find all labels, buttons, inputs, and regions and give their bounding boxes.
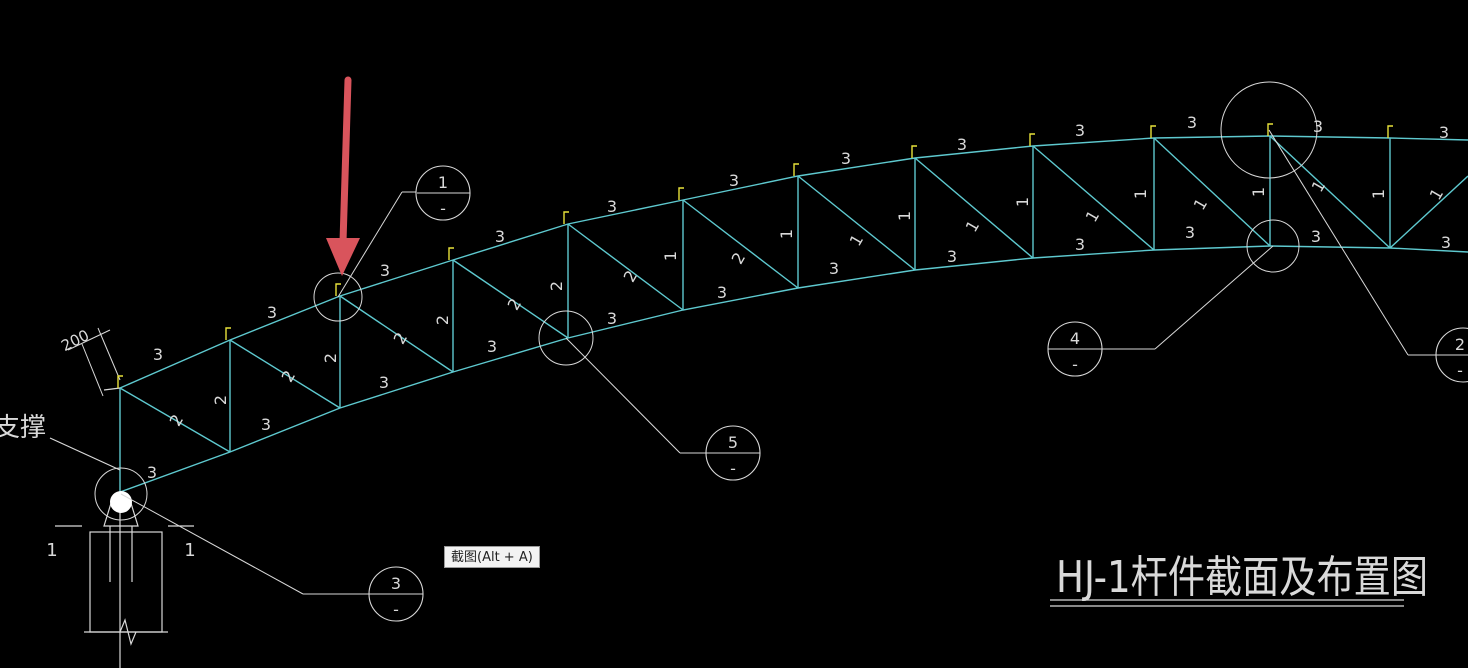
top-chord-label: 3 — [267, 303, 277, 322]
bottom-chord-label: 3 — [1311, 227, 1321, 246]
top-chord-label: 3 — [841, 149, 851, 168]
top-chord-label: 3 — [729, 171, 739, 190]
diagonal-member — [914, 157, 1034, 259]
top-chord-label: 3 — [153, 345, 163, 364]
callout-4-number: 4 — [1070, 329, 1080, 348]
top-chord-label: 3 — [495, 227, 505, 246]
callout-5-sub: - — [730, 459, 736, 478]
leader-lines — [94, 81, 1436, 595]
diagonal-member — [229, 339, 341, 409]
top-chord-label: 3 — [1187, 113, 1197, 132]
annotation-arrow — [326, 76, 360, 276]
section-mark-right: 1 — [184, 540, 195, 561]
top-chord-label: 3 — [607, 197, 617, 216]
screenshot-tooltip: 截图(Alt + A) — [444, 546, 540, 568]
bottom-chord-label: 3 — [261, 415, 271, 434]
vertical-label: 1 — [1131, 189, 1150, 199]
dimension-200 — [67, 327, 121, 397]
vertical-label: 1 — [1369, 189, 1388, 199]
callout-2-sub: - — [1457, 361, 1463, 380]
bottom-chord-label: 3 — [717, 283, 727, 302]
callout-5-number: 5 — [728, 433, 738, 452]
truss-members — [119, 135, 1468, 493]
diagonal-member — [1153, 137, 1271, 247]
bottom-chord-label: 3 — [487, 337, 497, 356]
bottom-chord-label: 3 — [607, 309, 617, 328]
top-chord-label: 3 — [1313, 117, 1323, 136]
bottom-chord-label: 3 — [947, 247, 957, 266]
vertical-label: 2 — [433, 315, 452, 325]
top-chord-label: 3 — [957, 135, 967, 154]
vertical-label: 1 — [1013, 197, 1032, 207]
drawing-title: HJ-1杆件截面及布置图 — [1056, 552, 1428, 603]
callout-3-number: 3 — [391, 574, 401, 593]
callout-4-sub: - — [1072, 355, 1078, 374]
diagonal-member — [567, 223, 684, 311]
vertical-label: 1 — [661, 251, 680, 261]
diagonal-member — [119, 387, 231, 453]
bottom-chord-label: 3 — [1075, 235, 1085, 254]
diagonal-member — [1269, 135, 1391, 249]
bottom-chord-label: 3 — [379, 373, 389, 392]
callout-1-sub: - — [440, 199, 446, 218]
top-chord-label: 3 — [1439, 123, 1449, 142]
diagonal-member — [797, 175, 916, 271]
bottom-chord-label: 3 — [147, 463, 157, 482]
diagonal-member — [1389, 175, 1468, 249]
callout-3-sub: - — [393, 600, 399, 619]
callout-texts: 1 - 5 - 3 - 4 - 2 - — [391, 173, 1465, 619]
bottom-chord-label: 3 — [1441, 233, 1451, 252]
bracing-label: 支撑 — [0, 413, 46, 443]
vertical-label: 2 — [547, 281, 566, 291]
diagonal-member — [682, 199, 799, 289]
top-chord-label: 3 — [380, 261, 390, 280]
callout-1-number: 1 — [438, 173, 448, 192]
vertical-label: 2 — [211, 395, 230, 405]
callout-bubbles — [368, 165, 1468, 622]
vertical-label: 1 — [895, 211, 914, 221]
vertical-label: 2 — [321, 353, 340, 363]
vertical-label: 1 — [1249, 187, 1268, 197]
top-chord-label: 3 — [1075, 121, 1085, 140]
diagonal-member — [452, 259, 569, 339]
member-labels: 3 3 3 3 3 3 3 3 3 3 3 3 3 3 3 3 3 3 3 3 … — [147, 113, 1451, 482]
callout-2-number: 2 — [1455, 335, 1465, 354]
diagonal-member — [1032, 145, 1155, 251]
section-marks — [117, 123, 1393, 388]
bottom-chord-label: 3 — [1185, 223, 1195, 242]
section-mark-left: 1 — [46, 540, 57, 561]
bottom-chord-label: 3 — [829, 259, 839, 278]
support-bearing — [49, 387, 194, 668]
vertical-label: 1 — [777, 229, 796, 239]
